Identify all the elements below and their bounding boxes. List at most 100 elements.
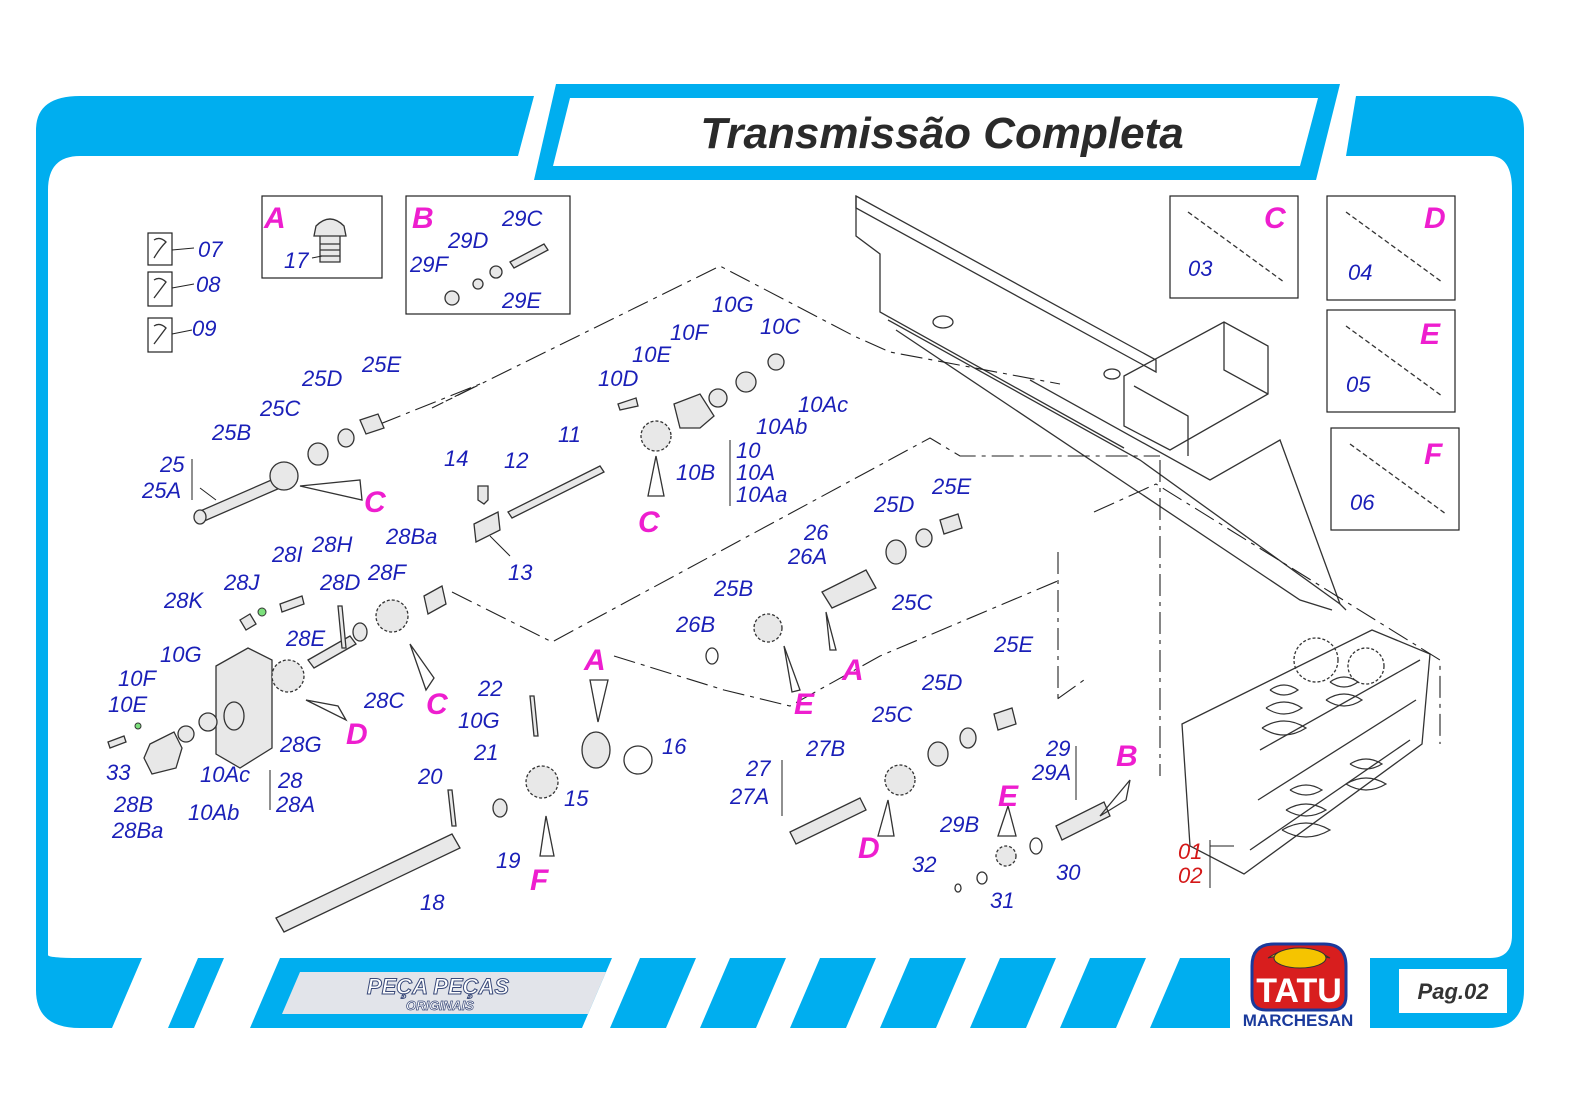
part-number-label: 25A	[141, 478, 181, 503]
part-number-label: 16	[662, 734, 687, 759]
callout-letter: E	[998, 780, 1019, 813]
part-number-label: 29D	[447, 228, 488, 253]
part-number-label: 28A	[275, 792, 315, 817]
callout-letter: F	[1424, 438, 1443, 471]
callout-letter: C	[364, 486, 387, 519]
part-number-label: 18	[420, 890, 445, 915]
part-number-label: 29C	[501, 206, 542, 231]
part-number-label: 10Ab	[188, 800, 239, 825]
part-number-label: 09	[192, 316, 216, 341]
part-number-label: 02	[1178, 863, 1202, 888]
callout-letter: A	[841, 654, 864, 687]
part-number-label: 20	[417, 764, 443, 789]
part-number-label: 11	[558, 422, 581, 447]
part-number-label: 26	[803, 520, 829, 545]
detail-box-c: C 04 03	[1169, 195, 1299, 299]
part-number-label: 25B	[211, 420, 251, 445]
page-frame	[36, 84, 1524, 1028]
part-number-label: 22	[477, 676, 502, 701]
part-number-label: 28Ba	[385, 524, 437, 549]
shaft-26-assembly: 26 26A 25D 25E 25C 25B 26B A E	[675, 474, 971, 721]
part-number-label: 25B	[713, 576, 753, 601]
callout-letter: A	[263, 202, 286, 235]
callout-letter: C	[1264, 202, 1287, 235]
part-number-label: 29A	[1031, 760, 1071, 785]
part-number-label: 10G	[458, 708, 500, 733]
callout-letter: B	[1116, 740, 1138, 773]
part-number-label: 27A	[729, 784, 769, 809]
part-number-label: 28B	[113, 792, 153, 817]
callout-letter: E	[1420, 318, 1441, 351]
part-number-label: 04	[1348, 260, 1372, 285]
part-number-label: 10F	[670, 320, 709, 345]
part-number-label: 10F	[118, 666, 157, 691]
part-number-label: 25D	[301, 366, 342, 391]
part-number-label: 28I	[271, 542, 303, 567]
part-number-label: 28K	[163, 588, 204, 613]
part-number-label: 14	[444, 446, 468, 471]
detail-box-f: F 06	[1330, 427, 1460, 531]
tatu-marchesan-logo: TATU MARCHESAN	[1243, 942, 1354, 1030]
part-number-label: 10Ac	[200, 762, 250, 787]
part-number-label: ORIGINAIS	[406, 998, 474, 1013]
flange-10-left-assembly: 10G 10F 10E 33 10Ac 10Ab	[106, 642, 250, 825]
gearbox-assembly-drawing: 01 02	[1178, 629, 1431, 888]
part-number-label: 21	[473, 740, 498, 765]
part-number-label: 13	[508, 560, 533, 585]
part-number-label: 28G	[279, 732, 322, 757]
part-number-label: 10G	[712, 292, 754, 317]
callout-letter: F	[530, 864, 549, 897]
bearing-10-assembly: 10G 10F 10E 10D 10C 10Ac 10Ab 10 10A 10A…	[598, 292, 848, 539]
shaft-18-assembly: 22 10G 21 16 15 20 19 18 A F	[275, 644, 687, 933]
callout-letter: E	[794, 688, 815, 721]
original-parts-stamp: PEÇA PEÇAS ORIGINAIS	[366, 974, 510, 1014]
callout-letter: D	[858, 832, 880, 865]
part-number-label: 10	[736, 438, 761, 463]
detail-box-d: D 04	[1326, 195, 1456, 301]
part-number-label: 28F	[367, 560, 407, 585]
part-number-label: 25D	[921, 670, 962, 695]
callout-letter: D	[1424, 202, 1446, 235]
part-number-label: 29E	[501, 288, 541, 313]
part-number-label: 30	[1056, 860, 1081, 885]
callout-letter: D	[346, 718, 368, 751]
shaft-27-29-assembly: 25E 25D 25C 27B 27 27A 29 29A 29B 32 31 …	[729, 632, 1138, 913]
part-number-label: 25E	[361, 352, 401, 377]
part-number-label: 32	[912, 852, 936, 877]
part-number-label: 10D	[598, 366, 638, 391]
part-number-label: 01	[1178, 839, 1202, 864]
part-number-label: 07	[198, 237, 223, 262]
part-number-label: 28E	[285, 626, 325, 651]
part-number-label: 10B	[676, 460, 715, 485]
part-number-label: MARCHESAN	[1243, 1011, 1354, 1030]
part-number-label: 10Ab	[756, 414, 807, 439]
detail-box-b: B 29C 29D 29F 29E	[405, 195, 571, 315]
part-number-label: 26A	[787, 544, 827, 569]
part-number-label: 25D	[873, 492, 914, 517]
page-number: Pag.02	[1418, 979, 1490, 1004]
part-number-label: 25C	[259, 396, 300, 421]
part-number-label: 03	[1188, 256, 1213, 281]
callout-letter: B	[412, 202, 434, 235]
part-number-label: 28J	[223, 570, 260, 595]
part-number-label: 10C	[760, 314, 800, 339]
part-number-label: 25C	[871, 702, 912, 727]
shaft-25-assembly: 25 25A 25B 25C 25D 25E C	[141, 352, 401, 525]
part-number-label: 26B	[675, 612, 715, 637]
chain-links-group: 07 08 09	[147, 232, 223, 353]
part-number-label: 28	[277, 768, 303, 793]
callout-letter: C	[638, 506, 661, 539]
part-number-label: PEÇA PEÇAS	[367, 974, 510, 999]
assembly-guide-lines	[379, 265, 1441, 776]
part-number-label: 27B	[805, 736, 845, 761]
part-number-label: 25	[159, 452, 185, 477]
part-number-label: 05	[1346, 372, 1371, 397]
part-number-label: 06	[1350, 490, 1375, 515]
part-number-label: 10E	[108, 692, 147, 717]
part-number-label: 28H	[311, 532, 352, 557]
part-number-label: 10Aa	[736, 482, 787, 507]
part-number-label: 25C	[891, 590, 932, 615]
part-number-label: 27	[745, 756, 771, 781]
part-number-label: 17	[284, 248, 309, 273]
